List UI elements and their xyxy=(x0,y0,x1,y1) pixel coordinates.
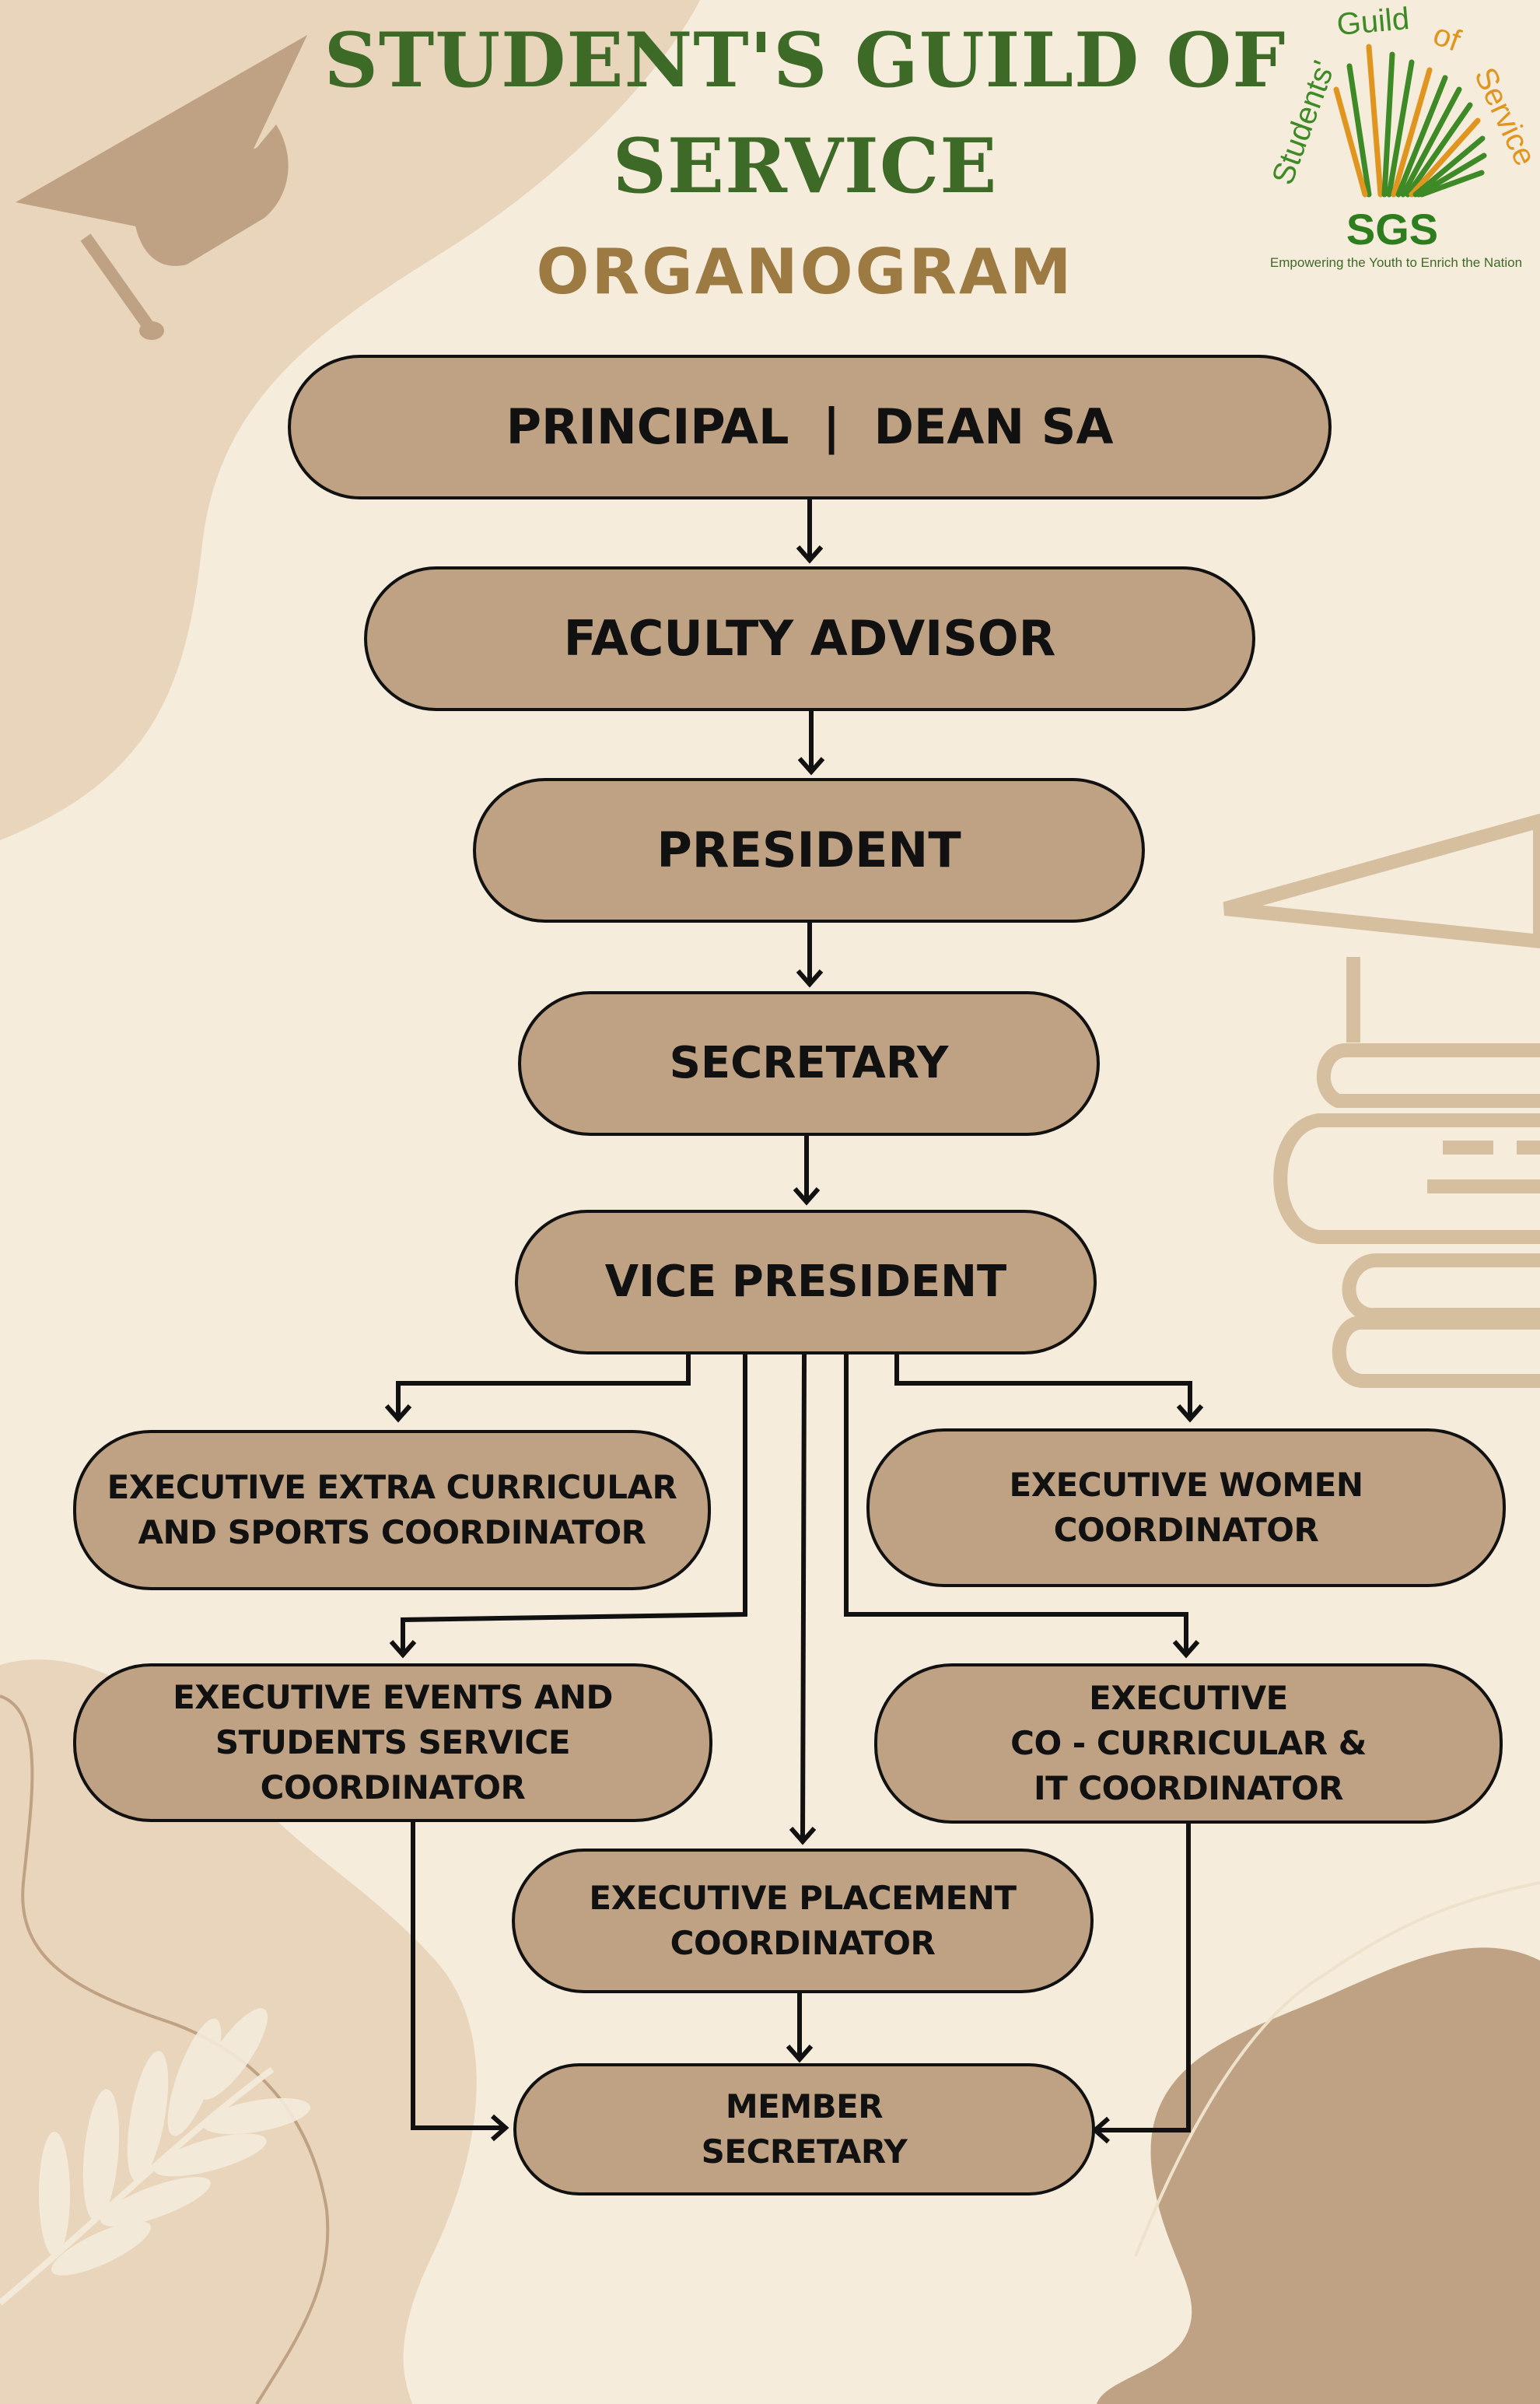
connector-vp-women xyxy=(894,1354,1192,1418)
node-president: PRESIDENT xyxy=(473,778,1145,923)
node-faculty-advisor-label: FACULTY ADVISOR xyxy=(563,610,1056,667)
page-subtitle: ORGANOGRAM xyxy=(536,236,1074,308)
node-vice-president: VICE PRESIDENT xyxy=(515,1210,1097,1354)
node-placement-label: EXECUTIVE PLACEMENT COORDINATOR xyxy=(589,1879,1017,1962)
node-placement: EXECUTIVE PLACEMENT COORDINATOR xyxy=(512,1849,1094,1993)
node-co-curricular: EXECUTIVE CO - CURRICULAR & IT COORDINAT… xyxy=(874,1663,1503,1824)
logo-abbr: SGS xyxy=(1346,205,1439,254)
connector-events-member xyxy=(411,1821,504,2130)
logo-arc-of: of xyxy=(1429,17,1465,58)
logo-tagline: Empowering the Youth to Enrich the Natio… xyxy=(1269,255,1523,270)
graduation-cap-icon xyxy=(16,35,307,340)
node-principal-label: PRINCIPAL | DEAN SA xyxy=(506,398,1114,455)
connector-vp-events xyxy=(401,1354,747,1653)
arrowheads xyxy=(384,545,1204,2144)
node-events: EXECUTIVE EVENTS AND STUDENTS SERVICE CO… xyxy=(73,1663,712,1822)
books-icon xyxy=(1223,813,1540,1388)
connectors xyxy=(396,498,1192,2132)
connector-vp-cocurricular xyxy=(844,1354,1188,1653)
bottom-right-blob xyxy=(1097,1947,1540,2404)
node-member-secretary-label: MEMBER SECRETARY xyxy=(701,2087,908,2171)
node-events-label: EXECUTIVE EVENTS AND STUDENTS SERVICE CO… xyxy=(173,1678,613,1807)
connector-vp-extra xyxy=(396,1354,691,1418)
node-women: EXECUTIVE WOMEN COORDINATOR xyxy=(866,1428,1506,1587)
node-women-label: EXECUTIVE WOMEN COORDINATOR xyxy=(1009,1466,1363,1549)
node-faculty-advisor: FACULTY ADVISOR xyxy=(364,566,1255,711)
node-member-secretary: MEMBER SECRETARY xyxy=(513,2063,1095,2195)
leaf-icon xyxy=(0,2008,311,2306)
node-secretary: SECRETARY xyxy=(518,991,1100,1136)
node-extra-curricular: EXECUTIVE EXTRA CURRICULAR AND SPORTS CO… xyxy=(73,1430,711,1590)
bottom-left-curve xyxy=(0,1694,330,2404)
node-president-label: PRESIDENT xyxy=(656,822,961,878)
bottom-right-curve xyxy=(1134,1881,1540,2257)
connector-cocurricular-member xyxy=(1097,1821,1191,2132)
page-title-line1: STUDENT'S GUILD OF xyxy=(324,16,1286,104)
logo-arc-top: Guild xyxy=(1335,2,1411,42)
node-vice-president-label: VICE PRESIDENT xyxy=(604,1256,1007,1307)
logo-arc-right: Service xyxy=(1468,62,1540,170)
node-principal: PRINCIPAL | DEAN SA xyxy=(288,355,1332,499)
node-extra-curricular-label: EXECUTIVE EXTRA CURRICULAR AND SPORTS CO… xyxy=(107,1468,677,1551)
connector-vp-placement xyxy=(800,1353,807,1841)
node-secretary-label: SECRETARY xyxy=(669,1038,949,1088)
sunburst-icon xyxy=(1333,44,1487,198)
node-co-curricular-label: EXECUTIVE CO - CURRICULAR & IT COORDINAT… xyxy=(1010,1679,1367,1807)
page-title-line2: SERVICE xyxy=(612,122,998,210)
